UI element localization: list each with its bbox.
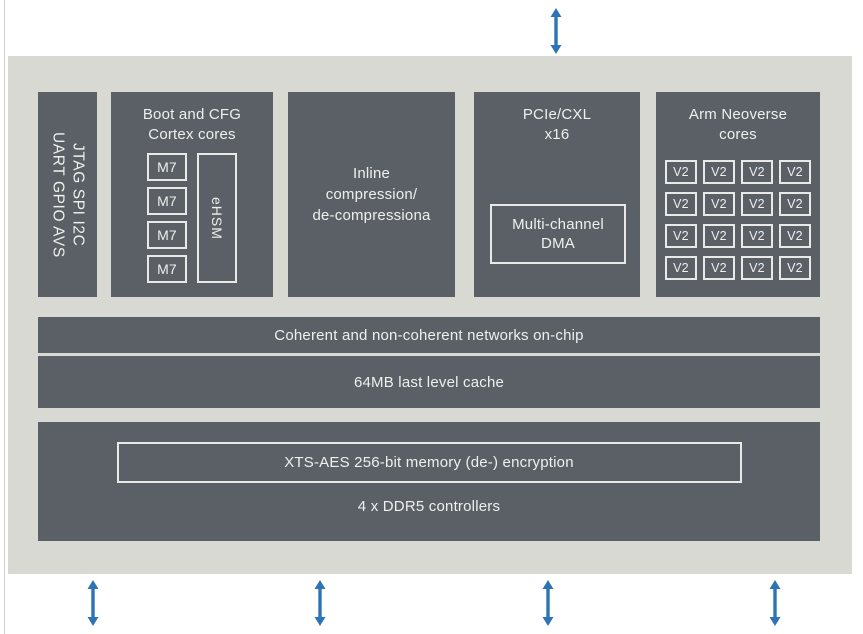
ddr-channel-double-arrow-icon: [87, 580, 99, 626]
ddr5-controllers-label: 4 x DDR5 controllers: [357, 498, 501, 515]
v2-core-box: V2: [703, 160, 735, 184]
v2-core-box: V2: [665, 192, 697, 216]
xts-aes-encryption-box: XTS-AES 256-bit memory (de-) encryption: [116, 442, 742, 483]
m7-core-column: M7 M7 M7 M7: [147, 153, 187, 283]
boot-cfg-cortex-block: Boot and CFG Cortex cores M7 M7 M7 M7 eH…: [111, 92, 273, 297]
page-edge-line: [4, 0, 5, 634]
arm-neoverse-title: Arm Neoverse cores: [688, 106, 788, 143]
arm-neoverse-block: Arm Neoverse cores V2 V2 V2 V2 V2 V2 V2 …: [656, 92, 820, 297]
v2-core-box: V2: [779, 256, 811, 280]
v2-core-box: V2: [703, 224, 735, 248]
v2-core-box: V2: [665, 224, 697, 248]
ehsm-box: eHSM: [197, 153, 237, 283]
boot-cfg-content: M7 M7 M7 M7 eHSM: [111, 153, 273, 283]
v2-core-box: V2: [741, 192, 773, 216]
ddr-channel-double-arrow-icon: [769, 580, 781, 626]
inline-compression-block: Inline compression/ de-compressiona: [288, 92, 455, 297]
m7-core-box: M7: [147, 153, 187, 181]
top-io-double-arrow-icon: [550, 8, 562, 54]
xts-aes-encryption-label: XTS-AES 256-bit memory (de-) encryption: [284, 454, 574, 471]
v2-core-box: V2: [779, 160, 811, 184]
m7-core-box: M7: [147, 255, 187, 283]
m7-core-box: M7: [147, 187, 187, 215]
io-interfaces-label: JTAG SPI I2C UART GPIO AVS: [49, 131, 87, 258]
v2-core-box: V2: [665, 160, 697, 184]
memory-subsystem-block: XTS-AES 256-bit memory (de-) encryption …: [38, 422, 820, 541]
v2-core-box: V2: [741, 256, 773, 280]
v2-core-box: V2: [703, 256, 735, 280]
v2-core-box: V2: [665, 256, 697, 280]
chip-package: JTAG SPI I2C UART GPIO AVS Boot and CFG …: [8, 56, 852, 574]
v2-core-grid: V2 V2 V2 V2 V2 V2 V2 V2 V2 V2 V2 V2 V2 V…: [656, 160, 820, 280]
pcie-cxl-block: PCIe/CXL x16 Multi-channel DMA: [474, 92, 640, 297]
multichannel-dma-box: Multi-channel DMA: [490, 204, 626, 264]
pcie-cxl-title: PCIe/CXL x16: [522, 106, 592, 143]
v2-core-box: V2: [741, 224, 773, 248]
last-level-cache-bar: 64MB last level cache: [38, 356, 820, 408]
ddr-channel-double-arrow-icon: [314, 580, 326, 626]
v2-core-box: V2: [779, 192, 811, 216]
last-level-cache-label: 64MB last level cache: [353, 373, 505, 391]
v2-core-box: V2: [741, 160, 773, 184]
boot-cfg-title: Boot and CFG Cortex cores: [142, 106, 242, 143]
v2-core-box: V2: [703, 192, 735, 216]
network-on-chip-label: Coherent and non-coherent networks on-ch…: [274, 326, 584, 344]
ddr-channel-double-arrow-icon: [542, 580, 554, 626]
v2-core-box: V2: [779, 224, 811, 248]
io-interfaces-block: JTAG SPI I2C UART GPIO AVS: [38, 92, 97, 297]
network-on-chip-bar: Coherent and non-coherent networks on-ch…: [38, 317, 820, 353]
inline-compression-label: Inline compression/ de-compressiona: [312, 165, 431, 224]
m7-core-box: M7: [147, 221, 187, 249]
